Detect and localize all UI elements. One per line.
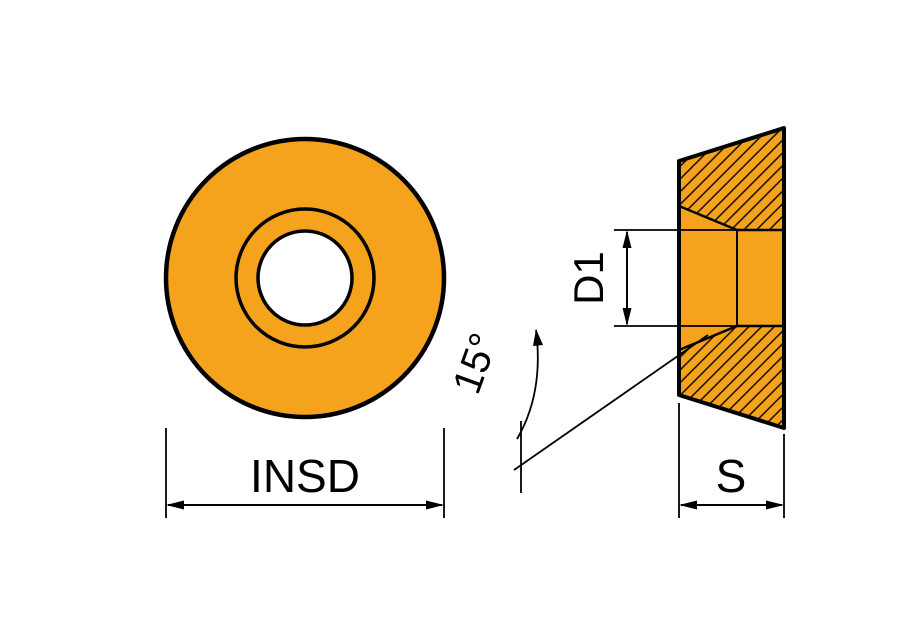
d1-arrowhead-bottom: [622, 308, 632, 326]
s-label: S: [716, 450, 747, 502]
insert-hole-circle: [256, 229, 354, 327]
insert-front-view: [163, 136, 447, 420]
section-hatch-top: [679, 128, 784, 230]
angle-face-line: [513, 334, 709, 471]
insd-label: INSD: [250, 450, 360, 502]
insert-section-view: [677, 126, 786, 430]
s-arrowhead-left: [679, 500, 697, 510]
section-hatch-bottom: [679, 326, 784, 428]
insd-arrowhead-right: [426, 500, 444, 510]
insd-dimension: INSD: [165, 428, 445, 518]
s-arrowhead-right: [766, 500, 784, 510]
d1-arrowhead-top: [622, 230, 632, 248]
s-dimension: S: [678, 403, 785, 518]
d1-dimension: D1: [565, 229, 739, 327]
d1-label: D1: [565, 251, 612, 305]
angle-arrowhead: [533, 329, 543, 346]
insd-arrowhead-left: [166, 500, 184, 510]
